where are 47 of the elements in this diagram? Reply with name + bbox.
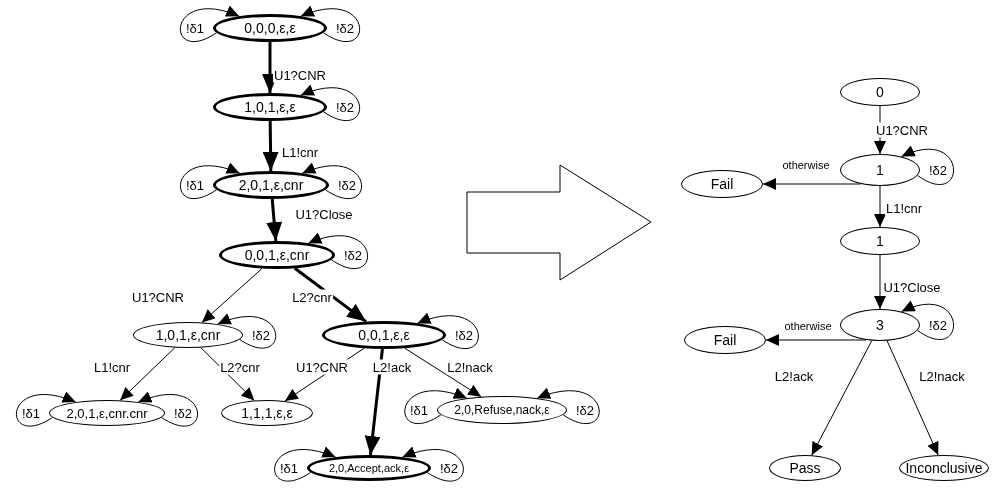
state-node: Inconclusive [899, 455, 989, 481]
transition-arrow [404, 347, 482, 398]
transition-arrow [811, 340, 873, 456]
self-loop-arrow [16, 392, 77, 427]
state-node: 2,0,Refuse,nack,ε [437, 396, 567, 424]
state-node: 1,0,1,ε,ε [213, 93, 327, 121]
self-loop-arrow [402, 447, 464, 482]
state-node: Fail [684, 326, 766, 354]
transition-arrow [364, 348, 384, 456]
transition-arrow [293, 267, 367, 323]
state-node: 1,0,1,ε,cnr [133, 322, 243, 348]
transition-arrow [119, 347, 176, 401]
transition-arrow [874, 185, 886, 228]
edge-label: U1?CNR [295, 359, 349, 375]
state-node: 1 [840, 227, 920, 255]
self-loop-arrow [180, 6, 240, 43]
self-loop-arrow [274, 447, 336, 482]
state-node: 0,0,1,ε,ε [322, 321, 446, 349]
self-loop-arrow [300, 85, 360, 122]
state-node: 1 [840, 154, 920, 186]
transition-arrow [262, 120, 279, 172]
self-loop-arrow [404, 388, 468, 425]
self-loop-arrow [137, 392, 198, 427]
edge-label: L2?cnr [291, 289, 333, 305]
self-loop-arrow [901, 146, 954, 185]
state-node: 1,1,1,ε,ε [221, 400, 313, 426]
self-loop-arrow [536, 388, 600, 425]
self-loop-arrow [417, 313, 479, 350]
state-node: 0,0,1,ε,cnr [219, 241, 335, 269]
state-node: 0 [840, 78, 920, 106]
transition-arrow [886, 340, 939, 456]
state-node: 2,0,1,ε,cnr.cnr [49, 400, 165, 426]
state-node: 0,0,0,ε,ε [213, 14, 327, 42]
state-node: 3 [840, 309, 920, 341]
transition-arrow [874, 254, 886, 310]
self-loop-arrow [300, 6, 360, 43]
transition-arrow [266, 198, 283, 242]
state-node: Pass [769, 455, 841, 481]
transition-arrow [762, 178, 862, 190]
self-loop-arrow [217, 314, 276, 349]
state-node: 2,0,Accept,ack,ε [307, 455, 431, 481]
edge-label: L2!ack [371, 359, 413, 375]
edge-label: U1?CNR [875, 122, 929, 138]
transition-arrow [201, 268, 263, 323]
state-node: Fail [681, 170, 763, 198]
state-node: 2,0,1,ε,cnr [213, 171, 329, 199]
self-loop-arrow [901, 301, 954, 340]
